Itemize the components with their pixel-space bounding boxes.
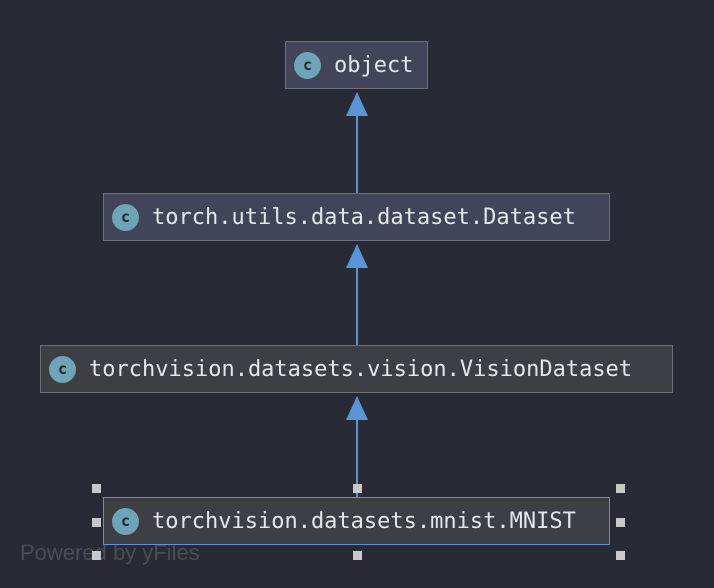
resize-handle-left[interactable] bbox=[92, 518, 101, 527]
class-node-dataset[interactable]: c torch.utils.data.dataset.Dataset bbox=[103, 193, 610, 241]
class-node-mnist[interactable]: c torchvision.datasets.mnist.MNIST bbox=[103, 497, 610, 545]
class-icon: c bbox=[112, 203, 139, 231]
inheritance-arrowhead bbox=[346, 244, 368, 268]
inheritance-arrowhead bbox=[346, 92, 368, 116]
class-node-label: torch.utils.data.dataset.Dataset bbox=[152, 204, 576, 230]
edge-dataset-to-object bbox=[346, 92, 368, 193]
resize-handle-top[interactable] bbox=[353, 484, 362, 493]
resize-handle-top-left[interactable] bbox=[92, 484, 101, 493]
class-icon: c bbox=[112, 507, 139, 535]
class-icon: c bbox=[294, 51, 321, 79]
class-node-object[interactable]: c object bbox=[285, 41, 428, 89]
resize-handle-bottom-right[interactable] bbox=[616, 551, 625, 560]
class-node-visiondataset[interactable]: c torchvision.datasets.vision.VisionData… bbox=[40, 345, 673, 393]
edge-vision-to-dataset bbox=[346, 244, 368, 345]
class-icon: c bbox=[49, 355, 76, 383]
resize-handle-bottom[interactable] bbox=[353, 551, 362, 560]
resize-handle-bottom-left[interactable] bbox=[92, 551, 101, 560]
resize-handle-right[interactable] bbox=[616, 518, 625, 527]
class-node-label: torchvision.datasets.vision.VisionDatase… bbox=[89, 356, 633, 382]
inheritance-arrowhead bbox=[346, 396, 368, 420]
class-node-label: object bbox=[334, 52, 414, 78]
edge-mnist-to-vision bbox=[346, 396, 368, 497]
resize-handle-top-right[interactable] bbox=[616, 484, 625, 493]
class-node-label: torchvision.datasets.mnist.MNIST bbox=[152, 508, 576, 534]
